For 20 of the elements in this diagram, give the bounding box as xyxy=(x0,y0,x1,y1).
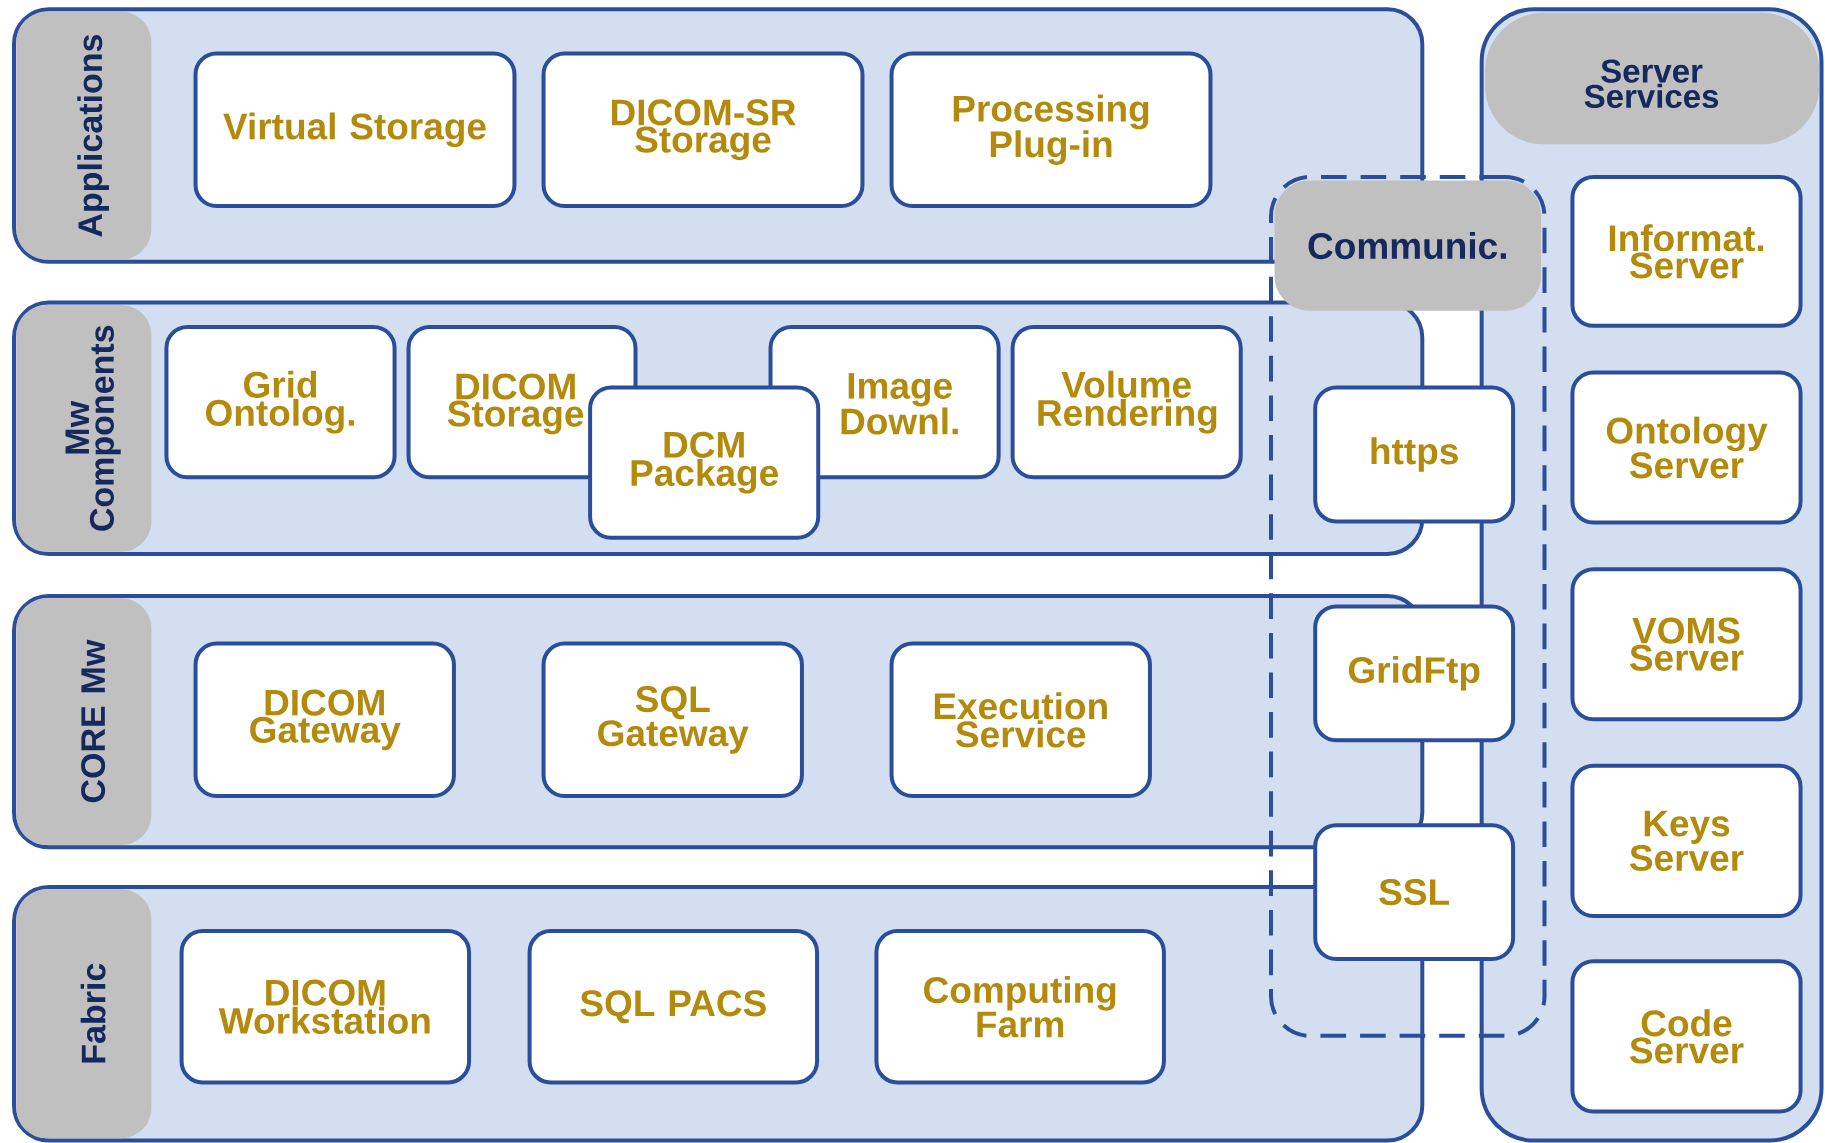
component-box: DICOM Gateway xyxy=(193,641,456,799)
component-box: Virtual Storage xyxy=(193,51,517,209)
component-box: Computing Farm xyxy=(874,929,1166,1085)
component-box: Processing Plug-in xyxy=(889,51,1213,209)
component-box: SQL Gateway xyxy=(541,641,804,799)
component-box: Code Server xyxy=(1570,959,1803,1114)
component-box: VOMS Server xyxy=(1570,567,1803,722)
component-box: SQL PACS xyxy=(527,929,820,1085)
component-box: DCM Package xyxy=(588,385,821,540)
component-box: GridFtp xyxy=(1313,604,1516,743)
component-box: SSL xyxy=(1313,823,1516,962)
component-box: DICOM Workstation xyxy=(179,929,472,1085)
component-box: Informat. Server xyxy=(1570,174,1803,328)
component-box: Ontology Server xyxy=(1570,370,1803,525)
component-box: DICOM-SR Storage xyxy=(541,51,865,209)
component-box: Volume Rendering xyxy=(1010,325,1243,480)
component-box: Grid Ontolog. xyxy=(164,325,397,480)
component-box: Keys Server xyxy=(1570,763,1803,918)
component-box: https xyxy=(1313,385,1516,524)
component-box: Execution Service xyxy=(889,641,1152,799)
